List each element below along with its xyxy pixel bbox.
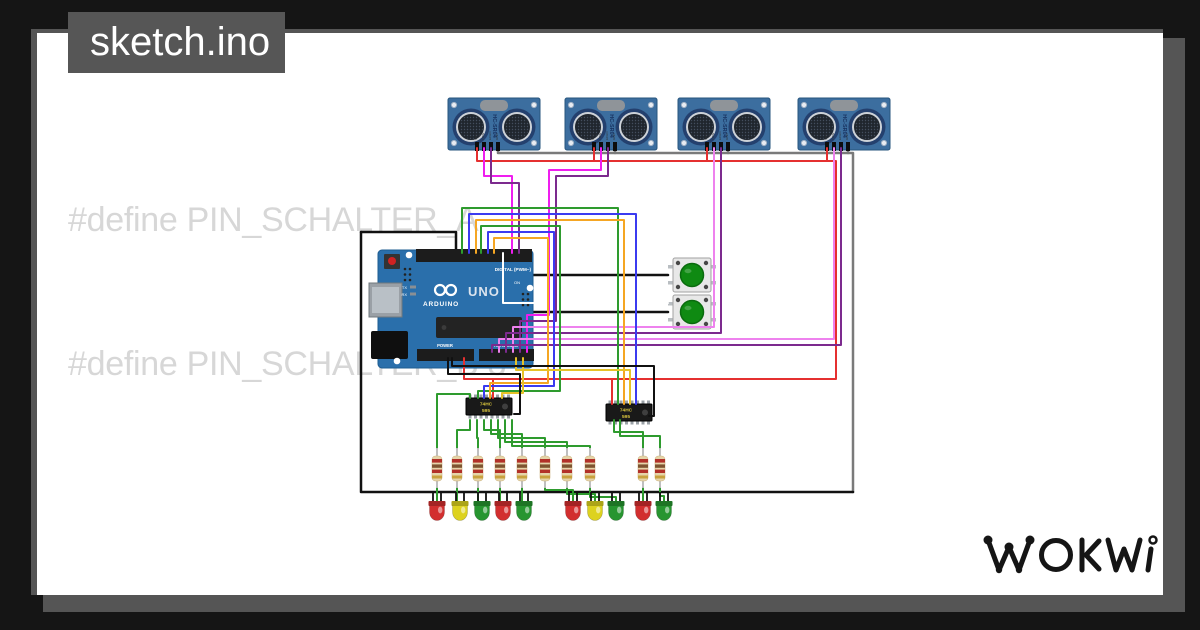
ultrasonic-sensor-1 [447,97,541,152]
digital-header-label: DIGITAL (PWM~) [495,267,532,272]
led-yellow [450,491,470,522]
on-led-label: ON [514,280,520,285]
led-row [427,491,674,522]
shift-register-1 [465,394,513,419]
pushbutton-2[interactable] [667,294,717,330]
icsp-pins [403,267,530,307]
mcu-chip [436,317,522,338]
rx-label: RX [401,292,407,297]
ultrasonic-sensor-4 [797,97,891,152]
led-green [514,491,534,522]
power-header-label: POWER [437,343,453,348]
board-model-label: UNO [468,284,500,299]
led-red [493,491,513,522]
wires-signal [436,147,842,502]
ultrasonic-sensor-2 [564,97,658,152]
arduino-uno-board: DIGITAL (PWM~) UNO ARDUINO TX RX ON POWE… [368,249,534,369]
tx-label: TX [402,285,407,290]
power-header [417,349,474,361]
reset-button[interactable] [388,257,396,265]
led-green [472,491,492,522]
tab-sketch-ino[interactable]: sketch.ino [68,12,285,73]
resistor-row [431,447,666,489]
board-brand-label: ARDUINO [423,301,459,308]
usb-connector [372,287,399,313]
ultrasonic-sensor-3 [677,97,771,152]
power-jack [371,331,408,359]
digital-header [416,249,532,262]
wokwi-logo: WOKWI [983,535,1158,574]
arduino-infinity-logo-icon [433,283,458,297]
pushbutton-1[interactable] [667,257,717,293]
